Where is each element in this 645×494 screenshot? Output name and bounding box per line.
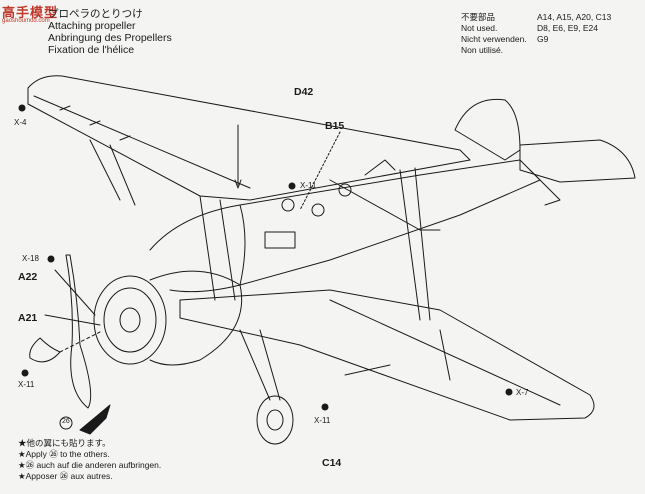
step-circle (59, 416, 73, 430)
unused-parts-codes: A14, A15, A20, C13 D8, E6, E9, E24 G9 (537, 12, 611, 45)
screw-label-x7: X-7 (516, 388, 529, 397)
part-label-a21: A21 (18, 312, 38, 324)
upper-wing (27, 75, 471, 201)
unused-fr: Non utilisé. (461, 45, 504, 55)
note-fr: ★Apposer ㉖ aux autres. (18, 471, 113, 481)
title-en: Attaching propeller (48, 20, 136, 32)
unused-codes-2: D8, E6, E9, E24 (537, 23, 598, 33)
screw-markers (18, 104, 513, 411)
unused-ja: 不要部品 (461, 12, 496, 22)
screw-label-x18: X-18 (22, 254, 39, 263)
title-ja: プロペラのとりつけ (48, 8, 143, 20)
wing-struts (89, 139, 451, 381)
part-label-d42: D42 (294, 86, 314, 98)
crew-figures (281, 159, 396, 217)
unused-codes-3: G9 (537, 34, 549, 44)
step-number: 26 (62, 418, 70, 425)
lower-wing (179, 289, 595, 421)
part-arrows (44, 124, 391, 376)
note-ja: ★他の翼にも貼ります。 (18, 438, 111, 448)
decal-notes: ★他の翼にも貼ります。 ★Apply ㉖ to the others. ★㉖ a… (18, 438, 161, 482)
part-label-b15: B15 (325, 120, 345, 132)
fuselage (149, 159, 541, 293)
screw-label-x11-left: X-11 (18, 380, 35, 389)
screw-label-x11-top: X-11 (300, 181, 317, 190)
part-label-c14: C14 (322, 457, 342, 469)
section-titles: プロペラのとりつけ Attaching propeller Anbringung… (48, 8, 172, 56)
engine-cowling (93, 270, 243, 366)
unused-codes-1: A14, A15, A20, C13 (537, 12, 612, 22)
note-de: ★㉖ auch auf die anderen aufbringen. (18, 460, 162, 470)
unused-parts-label: 不要部品 Not used. Nicht verwenden. Non util… (461, 12, 527, 56)
tail-assembly (454, 98, 636, 206)
propeller (29, 254, 101, 409)
unused-en: Not used. (461, 23, 498, 33)
decal-arrow (79, 404, 111, 435)
screw-label-x4: X-4 (14, 118, 27, 127)
title-fr: Fixation de l'hélice (48, 44, 135, 56)
unused-de: Nicht verwenden. (461, 34, 527, 44)
note-en: ★Apply ㉖ to the others. (18, 449, 110, 459)
part-label-a22: A22 (18, 271, 38, 283)
screw-label-x11-bottom: X-11 (314, 416, 331, 425)
watermark-logo: 高手模型 (2, 5, 59, 20)
watermark-url: gaoshoumod.com (2, 18, 50, 24)
landing-gear (239, 329, 294, 445)
title-de: Anbringung des Propellers (48, 32, 172, 44)
